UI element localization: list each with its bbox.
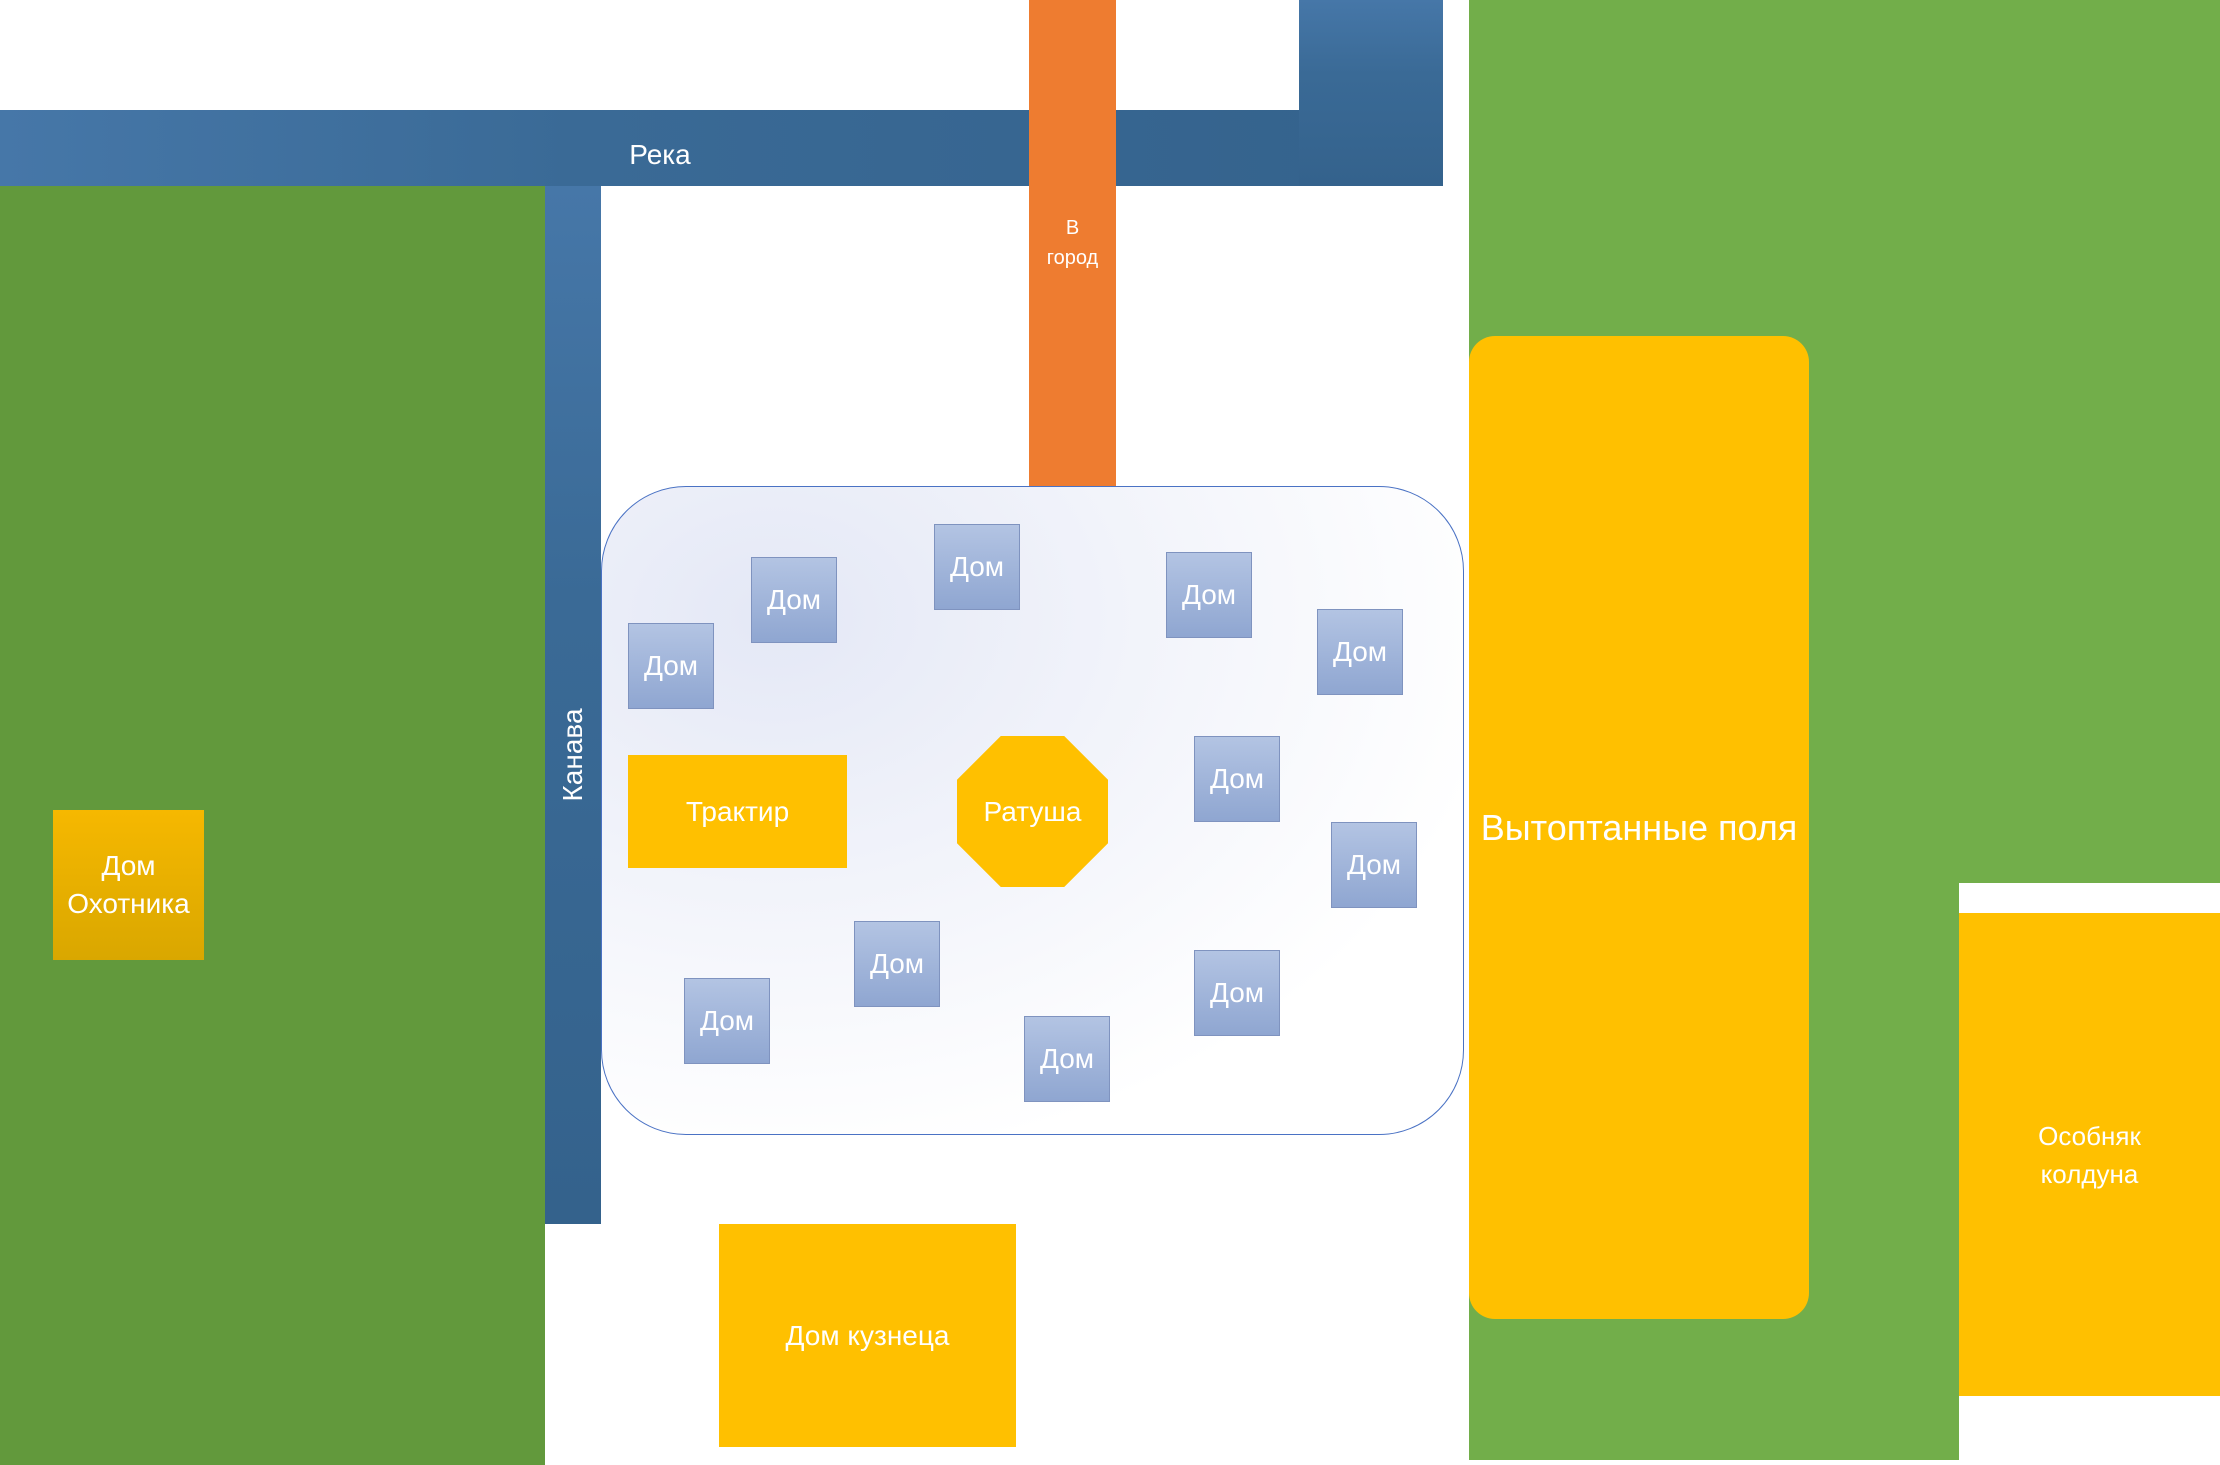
ditch-label: Канава: [557, 708, 588, 802]
blacksmith-house: Дом кузнеца: [719, 1224, 1016, 1447]
tavern: Трактир: [628, 755, 847, 868]
river: [0, 110, 1443, 186]
road-label: В город: [1046, 217, 1099, 269]
road-to-town: [1029, 0, 1116, 486]
house: Дом: [684, 978, 770, 1064]
house: Дом: [1331, 822, 1417, 908]
river-bend: [1299, 0, 1443, 186]
house: Дом: [1194, 950, 1280, 1036]
ditch: [545, 186, 601, 1224]
house: Дом: [751, 557, 837, 643]
house: Дом: [1166, 552, 1252, 638]
house: Дом: [628, 623, 714, 709]
trampled-fields: Вытоптанные поля: [1469, 336, 1809, 1319]
house: Дом: [1024, 1016, 1110, 1102]
hunter-house: Дом Охотника: [53, 810, 204, 960]
town-hall: Ратуша: [957, 736, 1108, 887]
house: Дом: [1194, 736, 1280, 822]
house: Дом: [854, 921, 940, 1007]
river-label: Река: [629, 139, 691, 170]
house: Дом: [934, 524, 1020, 610]
wizard-mansion: Особняк колдуна: [1959, 913, 2220, 1396]
house: Дом: [1317, 609, 1403, 695]
